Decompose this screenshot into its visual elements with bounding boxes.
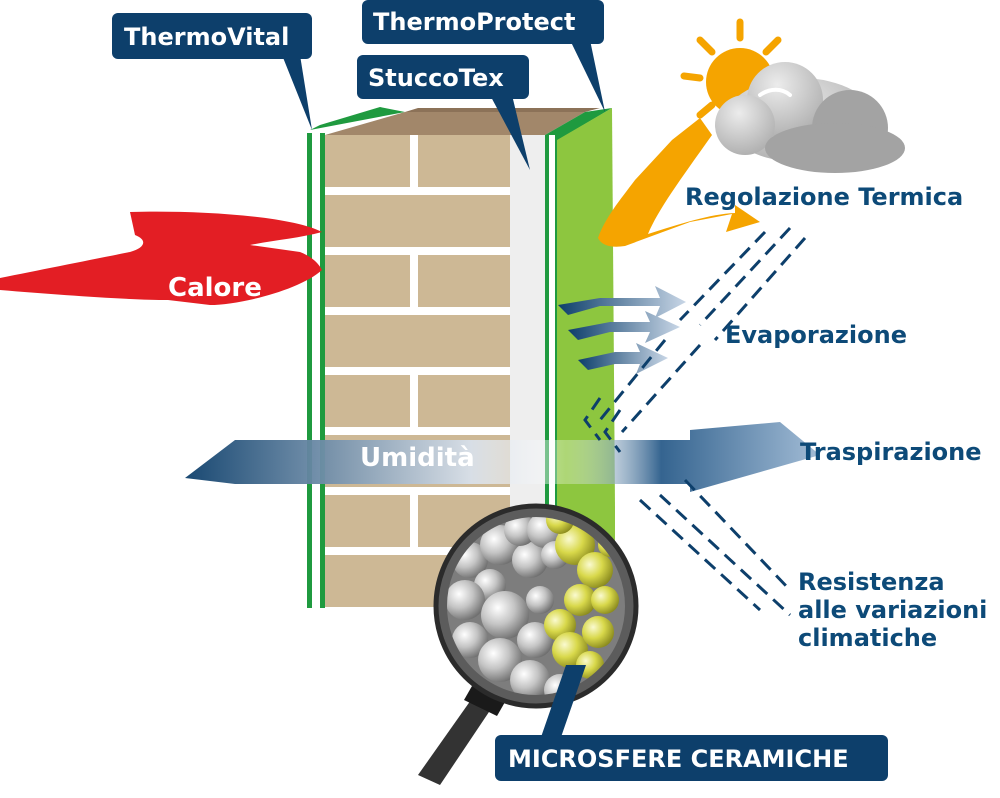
brick (418, 255, 510, 307)
microsphere (445, 580, 485, 620)
microsphere (452, 622, 488, 658)
microsphere (564, 584, 596, 616)
microsphere (526, 586, 554, 614)
reflection-arrow (598, 118, 760, 247)
callout-stuccotex: StuccoTex (357, 55, 530, 170)
callout-thermoprotect: ThermoProtect (362, 0, 605, 112)
calore-label: Calore (168, 273, 262, 303)
cloud-icon (715, 62, 905, 173)
brick (325, 495, 410, 547)
regolazione-label: Regolazione Termica (685, 183, 963, 211)
resistenza-line-1: Resistenza (798, 568, 945, 596)
brick (325, 315, 510, 367)
microsphere (582, 616, 614, 648)
brick (325, 135, 410, 187)
brick (418, 375, 510, 427)
microsphere (481, 591, 529, 639)
magnifier-icon (418, 503, 639, 785)
microsphere (577, 552, 613, 588)
microsphere (512, 542, 548, 578)
evaporazione-label: Evaporazione (725, 321, 907, 349)
brick (325, 375, 410, 427)
brick-courses (325, 135, 510, 607)
dashed-lines (583, 226, 807, 617)
microsphere (478, 638, 522, 682)
humidity-arrow: Umidità (185, 422, 820, 492)
traspirazione-label: Traspirazione (800, 438, 982, 466)
microsphere (555, 525, 595, 565)
thermovital-text: ThermoVital (124, 23, 289, 51)
umidita-label: Umidità (360, 443, 475, 473)
brick (418, 135, 510, 187)
microsphere (591, 586, 619, 614)
microsphere (517, 622, 553, 658)
brick (325, 255, 410, 307)
callout-microsfere: MICROSFERE CERAMICHE (495, 735, 888, 781)
resistenza-line-2: alle variazioni (798, 596, 987, 624)
brick (325, 195, 510, 247)
thermoprotect-text: ThermoProtect (373, 8, 575, 36)
microsphere (504, 514, 536, 546)
heat-arrow: Calore (0, 211, 322, 305)
microsfere-text: MICROSFERE CERAMICHE (508, 745, 849, 773)
stuccotex-text: StuccoTex (368, 64, 504, 92)
resistenza-line-3: climatiche (798, 624, 937, 652)
callout-thermovital: ThermoVital (112, 13, 312, 130)
microsphere (510, 660, 550, 698)
